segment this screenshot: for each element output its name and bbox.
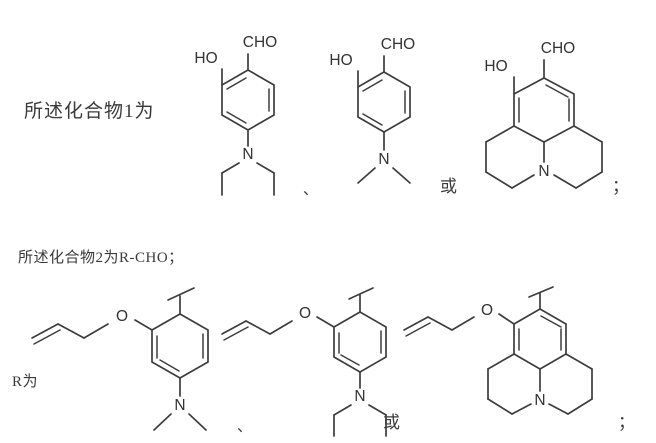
hydroxyl-label: HO bbox=[194, 50, 217, 67]
separator-enumeration-1: 、 bbox=[303, 182, 319, 198]
structure-svg: CHO HO N bbox=[194, 34, 277, 196]
ether-oxygen-label: O bbox=[116, 308, 128, 325]
structure-svg: CHO HO N bbox=[329, 36, 415, 184]
separator-or-2: 或 bbox=[383, 413, 400, 432]
aldehyde-label: CHO bbox=[243, 34, 277, 51]
aldehyde-label: CHO bbox=[541, 40, 575, 57]
hydroxyl-label: HO bbox=[329, 52, 352, 69]
compound2-label: 所述化合物2为R-CHO； bbox=[18, 250, 184, 266]
compound1-label: 所述化合物1为 bbox=[24, 101, 155, 122]
nitrogen-label: N bbox=[174, 397, 185, 414]
structure-svg: O N bbox=[221, 287, 387, 437]
nitrogen-label: N bbox=[378, 151, 389, 168]
r-group-label: R为 bbox=[12, 374, 39, 390]
ether-oxygen-label: O bbox=[299, 305, 311, 322]
separator-semicolon-2: ； bbox=[618, 413, 635, 432]
structure-hydroxyjulolidine-carbaldehyde: CHO HO N bbox=[466, 22, 622, 202]
aldehyde-label: CHO bbox=[381, 36, 415, 53]
structure-svg: O N bbox=[31, 287, 209, 431]
separator-or-1: 或 bbox=[440, 177, 457, 196]
nitrogen-label: N bbox=[534, 392, 545, 409]
nitrogen-label: N bbox=[538, 163, 549, 180]
separator-semicolon-1: ； bbox=[612, 177, 629, 196]
structure-svg: O N bbox=[403, 286, 593, 415]
structure-allyloxy-dimethylaminophenyl: O N bbox=[22, 284, 222, 442]
structure-diethylamino-salicylaldehyde: CHO HO N bbox=[186, 22, 314, 202]
hydroxyl-label: HO bbox=[484, 58, 507, 75]
nitrogen-label: N bbox=[354, 388, 365, 405]
separator-enumeration-2: 、 bbox=[237, 419, 253, 435]
structure-svg: CHO HO N bbox=[484, 40, 603, 189]
ether-oxygen-label: O bbox=[481, 302, 493, 319]
structure-dimethylamino-salicylaldehyde: CHO HO N bbox=[318, 22, 446, 202]
nitrogen-label: N bbox=[242, 146, 253, 163]
structure-allyloxy-diethylaminophenyl: O N bbox=[214, 284, 404, 442]
structure-allyloxy-julolidinyl: O N bbox=[398, 284, 630, 442]
